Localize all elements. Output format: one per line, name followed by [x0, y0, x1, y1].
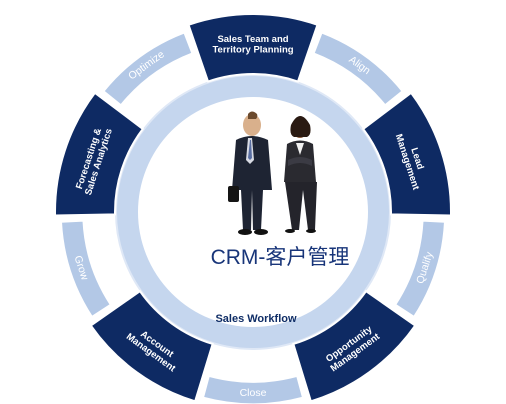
- businessman-figure: [228, 111, 272, 235]
- opportunity-management-segment: OpportunityManagement: [292, 289, 417, 403]
- sales-workflow-label: Sales Workflow: [215, 313, 297, 325]
- segment-shape: [361, 91, 452, 217]
- outer-ring: [60, 31, 446, 404]
- segment-shape: [54, 91, 145, 217]
- ring-arc: [202, 375, 304, 404]
- lead-management-segment: LeadManagement: [361, 91, 452, 217]
- ring-arc: [312, 31, 404, 107]
- ring-label-close: Close: [240, 387, 267, 399]
- businesswoman-figure: [284, 116, 317, 233]
- ring-arc: [102, 31, 194, 107]
- account-management-segment: AccountManagement: [89, 289, 214, 403]
- inner-ring: [116, 75, 390, 349]
- crm-title: CRM-客户管理: [211, 246, 350, 269]
- ring-arc: [394, 220, 446, 318]
- forecasting-and-sales-analytics-segment: Forecasting &Sales Analytics: [54, 91, 145, 217]
- segment-shape: [292, 289, 417, 403]
- ring-arc: [60, 220, 112, 318]
- business-people-photo: [228, 111, 317, 235]
- segment-shape: [89, 289, 214, 403]
- inner-ring-edge: [115, 74, 391, 350]
- segment-shape: [187, 13, 319, 83]
